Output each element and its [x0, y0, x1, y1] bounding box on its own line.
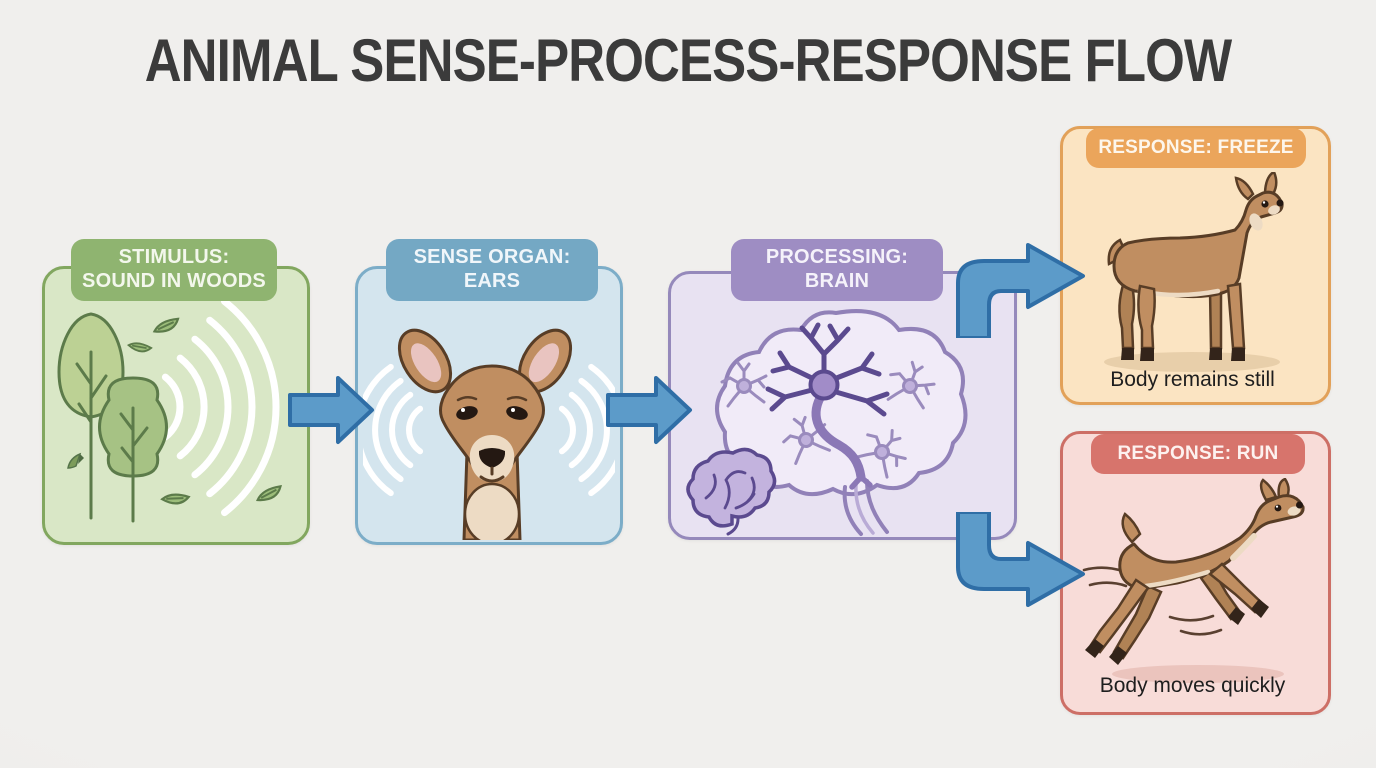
leaf-icon — [152, 317, 180, 333]
response-run-label: RESPONSE: RUN — [1091, 434, 1305, 474]
deer-eye — [1274, 504, 1282, 512]
deer-chest-line — [1230, 533, 1257, 561]
leaf-icon — [255, 484, 282, 502]
motion-lines — [1082, 566, 1223, 636]
leaf-icon — [160, 493, 191, 505]
elbow-arrow-down-right-icon — [956, 512, 1085, 607]
deer-eye-glint — [1262, 201, 1266, 204]
small-brain-icon — [686, 447, 777, 536]
deer-far-hooves — [1109, 607, 1245, 665]
deer-shadow — [1112, 665, 1284, 683]
deer-ears — [1234, 172, 1278, 201]
deer-muzzle-patch — [1268, 205, 1280, 215]
leaf-icon — [126, 342, 153, 353]
deer-belly-line — [1143, 569, 1211, 589]
folded-leaf-mark-icon — [67, 452, 84, 469]
arrow-right-icon — [288, 376, 374, 444]
deer-nose — [1276, 199, 1284, 207]
forest-sound-waves-icon — [57, 300, 282, 523]
deer-eye — [1261, 200, 1269, 208]
deer-ears — [1259, 478, 1290, 502]
deer-head-icon — [363, 328, 615, 540]
deer-nose — [478, 448, 506, 468]
sense-organ-label: SENSE ORGAN: EARS — [386, 239, 598, 301]
freeze-caption: Body remains still — [1110, 368, 1275, 391]
deer-eyes — [456, 406, 528, 420]
brain-icon — [686, 309, 968, 536]
deer-near-legs — [1089, 562, 1265, 654]
sound-waves-icon — [363, 363, 615, 497]
deer-ear-icon — [397, 328, 453, 394]
deer-near-hooves — [1140, 348, 1245, 361]
deer-chest-patch — [463, 482, 521, 540]
processing-label: PROCESSING: BRAIN — [731, 239, 943, 301]
deer-throat-patch — [1249, 213, 1263, 231]
deer-body — [1112, 190, 1284, 299]
deer-near-hooves — [1085, 599, 1269, 658]
deer-tail — [1121, 512, 1142, 544]
stimulus-label: STIMULUS: SOUND IN WOODS — [71, 239, 277, 301]
brain-outline — [715, 309, 968, 497]
deer-far-hooves — [1121, 348, 1222, 360]
standing-deer-icon — [1104, 172, 1284, 372]
run-caption: Body moves quickly — [1099, 674, 1286, 697]
elbow-arrow-up-right-icon — [956, 243, 1085, 338]
tree-icon — [98, 376, 168, 523]
neuron-icon — [765, 322, 890, 490]
running-deer-icon — [1082, 478, 1305, 683]
deer-mouth — [479, 466, 505, 483]
deer-eye-glint — [1275, 505, 1279, 508]
sound-waves-icon — [161, 300, 280, 517]
deer-brows — [456, 396, 528, 402]
deer-nose — [1296, 501, 1303, 509]
arrow-right-icon — [606, 376, 692, 444]
page-title: ANIMAL SENSE-PROCESS-RESPONSE FLOW — [144, 27, 1232, 94]
deer-muzzle-patch — [1287, 506, 1301, 516]
response-freeze-label: RESPONSE: FREEZE — [1086, 128, 1306, 168]
